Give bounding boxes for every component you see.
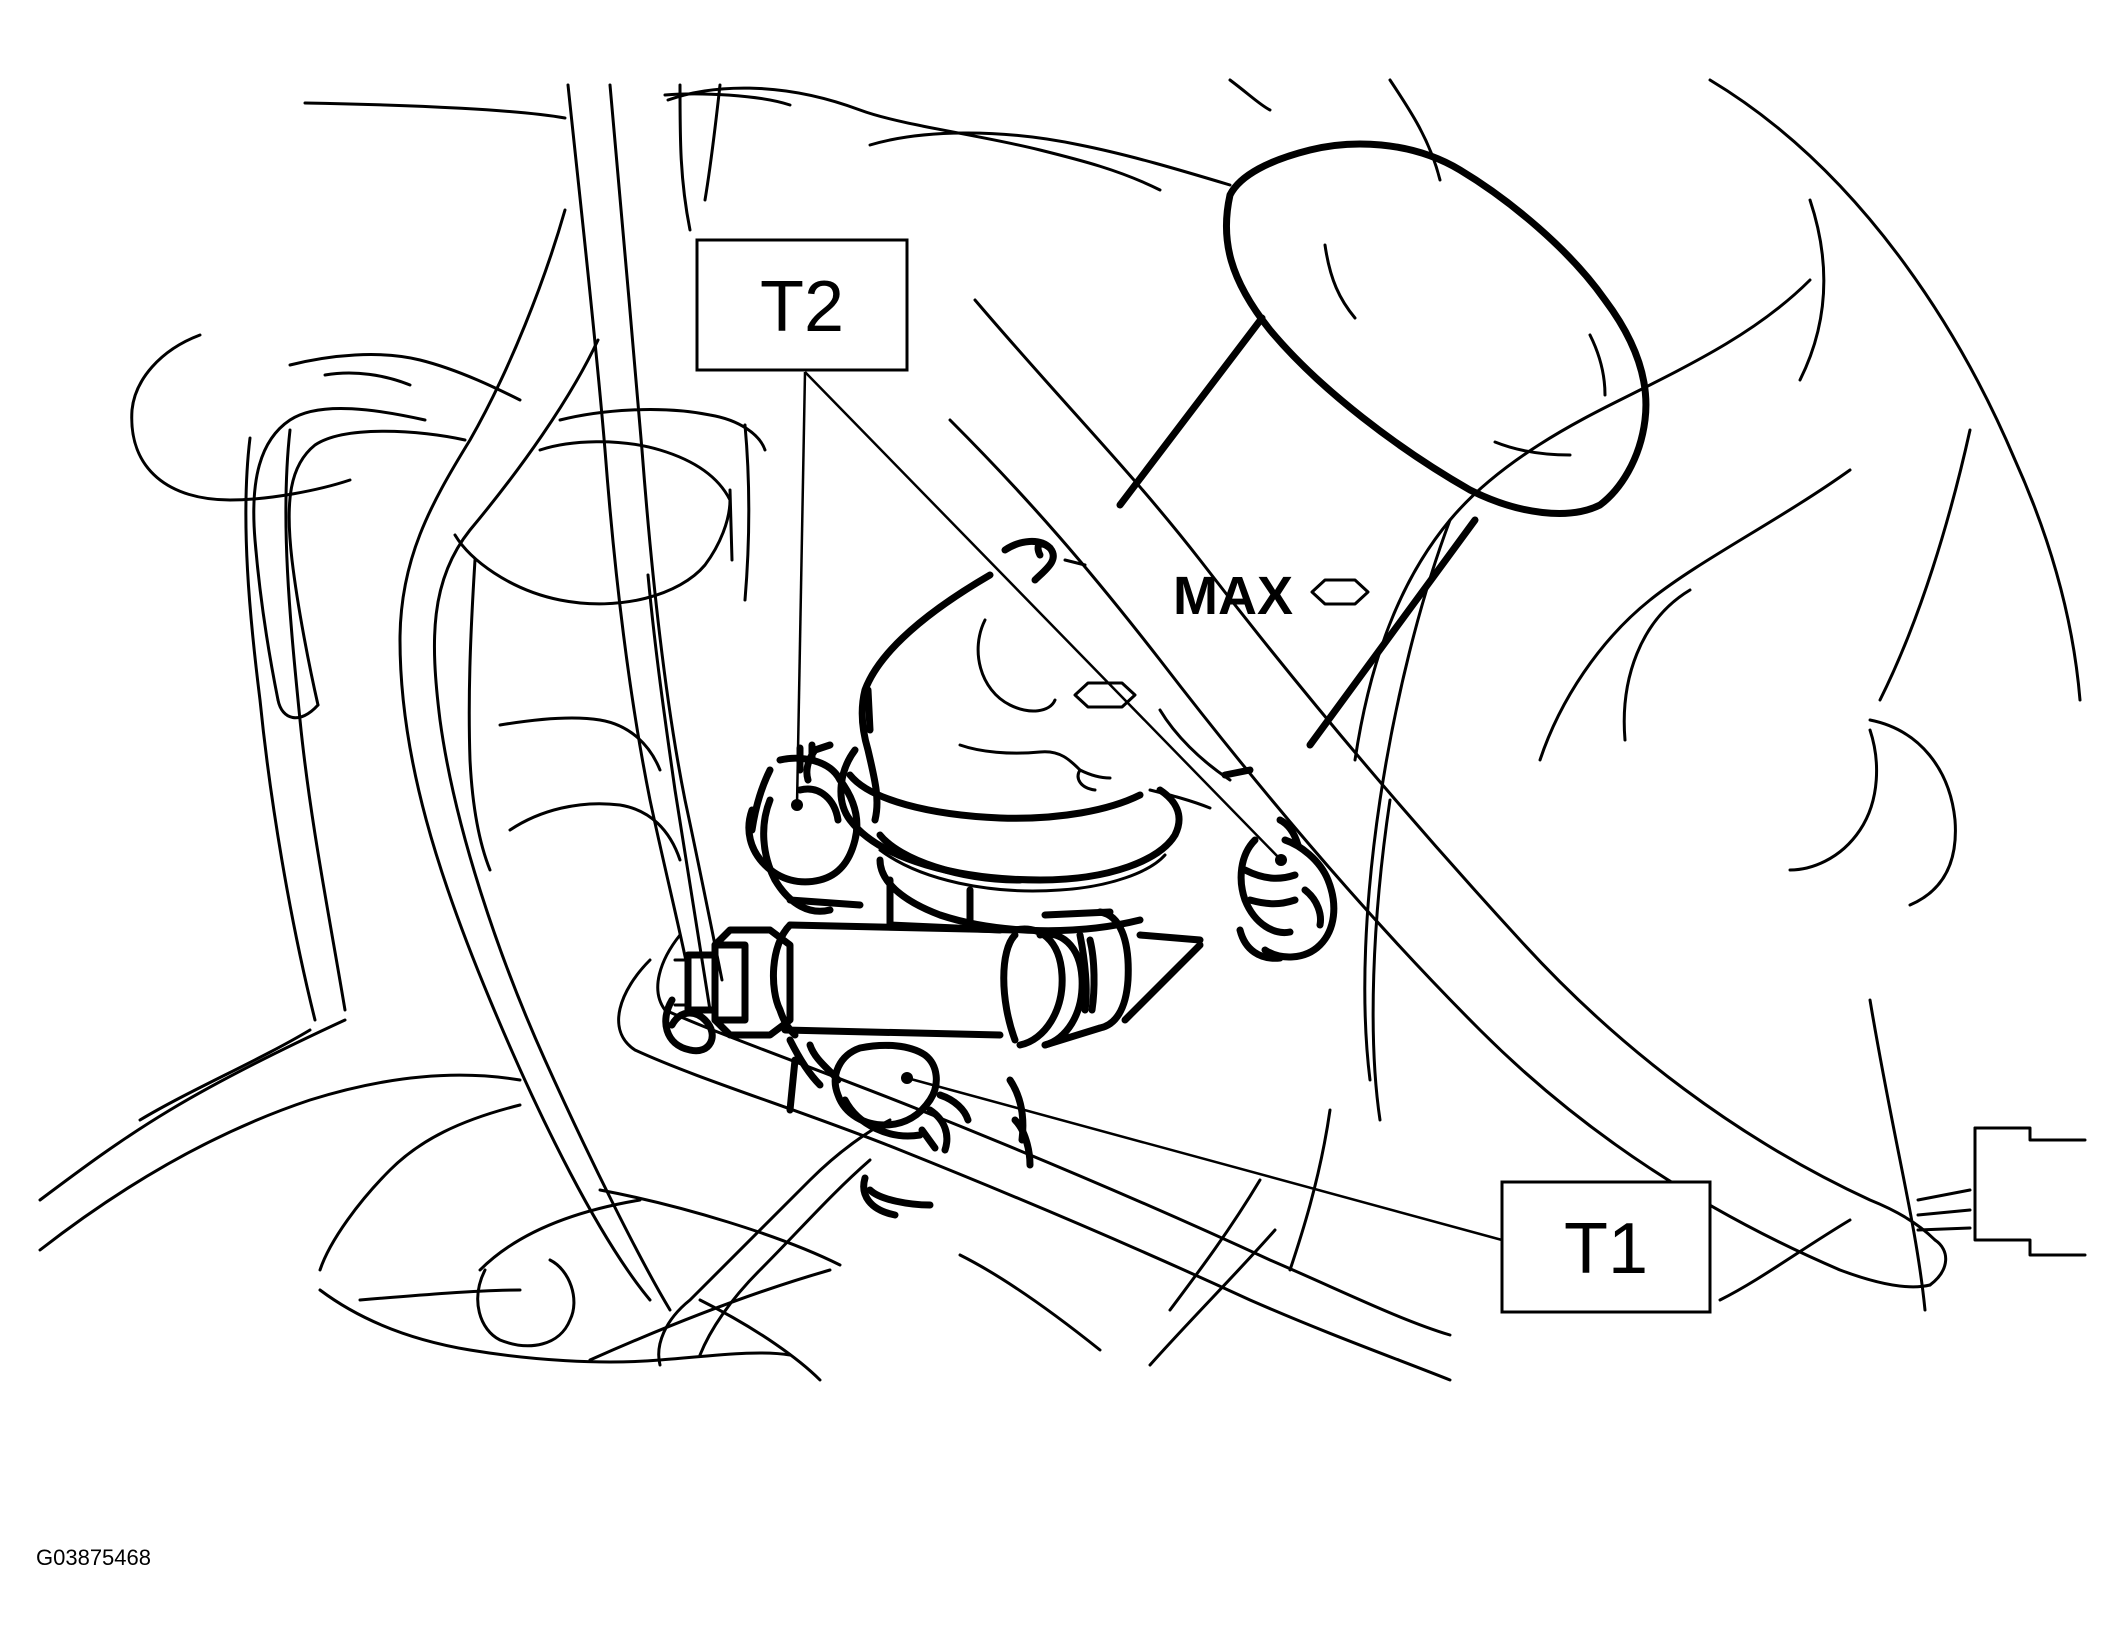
engine-bay-background: [38, 78, 2087, 1382]
figure-id: G03875468: [36, 1545, 151, 1570]
brake-lines: [252, 83, 1948, 1382]
callout-t1: T1: [901, 1072, 1712, 1314]
callout-t2: T2: [695, 238, 1287, 866]
master-cylinder-body: [662, 571, 1338, 1219]
brake-fluid-reservoir: MAX: [1001, 140, 1650, 749]
max-level-marking: MAX: [1173, 566, 1293, 626]
callout-t2-box: [695, 238, 909, 372]
callout-t1-label: T1: [1564, 1209, 1648, 1289]
callout-t1-box: [1500, 1180, 1712, 1314]
callout-t2-label: T2: [760, 267, 844, 347]
